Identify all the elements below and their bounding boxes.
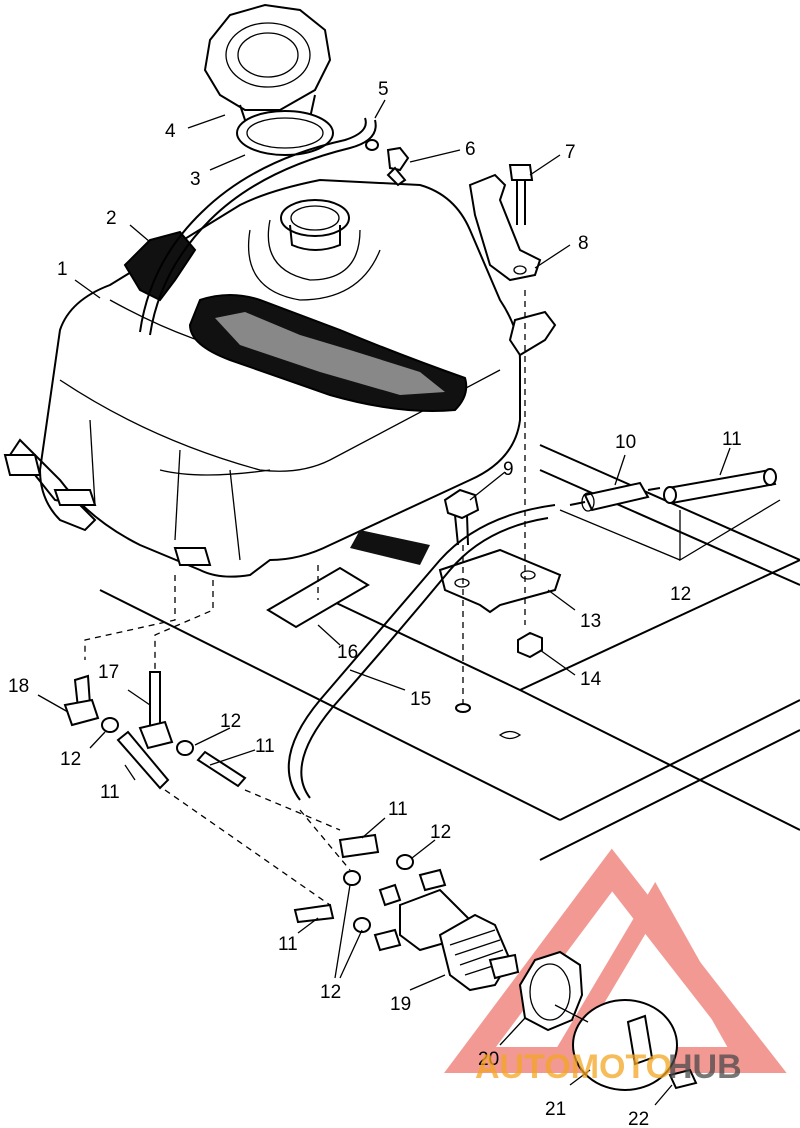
- fitting-18: [63, 674, 100, 727]
- label-14: 14: [580, 669, 602, 690]
- screw: [668, 1068, 698, 1090]
- label-5: 5: [378, 79, 389, 100]
- clamps-left: [101, 717, 194, 756]
- label-12-mid: 12: [220, 711, 241, 732]
- label-11-mid: 11: [255, 736, 275, 757]
- tank-shadow: [350, 530, 430, 565]
- clamps-lower: [343, 854, 414, 933]
- frame-rails: [99, 444, 800, 861]
- tank-bracket: [468, 173, 557, 357]
- watermark-text-hub: HUB: [668, 1048, 742, 1086]
- label-21: 21: [545, 1099, 566, 1120]
- nut: [517, 631, 543, 659]
- fuel-cap: [203, 3, 332, 129]
- fuel-line: [287, 504, 556, 801]
- label-4: 4: [165, 121, 176, 142]
- label-12-right: 12: [430, 822, 451, 843]
- label-22: 22: [628, 1109, 649, 1128]
- fuel-filter: [569, 481, 661, 512]
- label-18: 18: [8, 676, 29, 697]
- label-11-bottom: 11: [278, 934, 298, 955]
- label-12-left: 12: [60, 749, 81, 770]
- label-1: 1: [57, 259, 68, 280]
- label-13: 13: [580, 611, 601, 632]
- watermark-wordmark: AUTOMOTO HUB: [475, 1048, 742, 1086]
- label-2: 2: [106, 208, 117, 229]
- label-9: 9: [503, 459, 514, 480]
- cap-gasket: [236, 110, 334, 156]
- mount-plate: [438, 548, 562, 614]
- fuel-tank: [3, 178, 521, 578]
- label-7: 7: [565, 142, 576, 163]
- label-8: 8: [578, 233, 589, 254]
- label-16: 16: [337, 642, 358, 663]
- label-19: 19: [390, 994, 411, 1015]
- hoses-left: [116, 730, 247, 790]
- label-6: 6: [465, 139, 476, 160]
- label-17: 17: [98, 662, 119, 683]
- fitting-17: [138, 671, 174, 750]
- vent-fitting: [386, 146, 410, 187]
- label-12-upper: 12: [670, 584, 691, 605]
- rubber-pad: [266, 566, 370, 629]
- petcock-plate: [572, 999, 678, 1091]
- label-11-right: 11: [388, 799, 408, 820]
- bolt-9: [443, 488, 480, 546]
- label-11-left: 11: [100, 782, 120, 803]
- fuel-petcock: [373, 868, 520, 992]
- bolt-7: [508, 164, 534, 225]
- label-10: 10: [615, 432, 636, 453]
- label-20: 20: [478, 1049, 499, 1070]
- vent-hose: [139, 117, 379, 336]
- label-3: 3: [190, 169, 201, 190]
- watermark-text-main: AUTOMOTO: [475, 1048, 672, 1086]
- hose-11-upper: [663, 468, 777, 505]
- alignment-lines: [84, 290, 781, 906]
- label-15: 15: [410, 689, 431, 710]
- hose-11-lower: [293, 833, 380, 924]
- leader-lines: [37, 99, 731, 1106]
- label-11-upper: 11: [722, 429, 742, 450]
- label-12-bottom: 12: [320, 982, 341, 1003]
- part-labels: 1 2 3 4 5 6 7 8 9 10 11 12 13 14 15 16 1…: [8, 79, 742, 1128]
